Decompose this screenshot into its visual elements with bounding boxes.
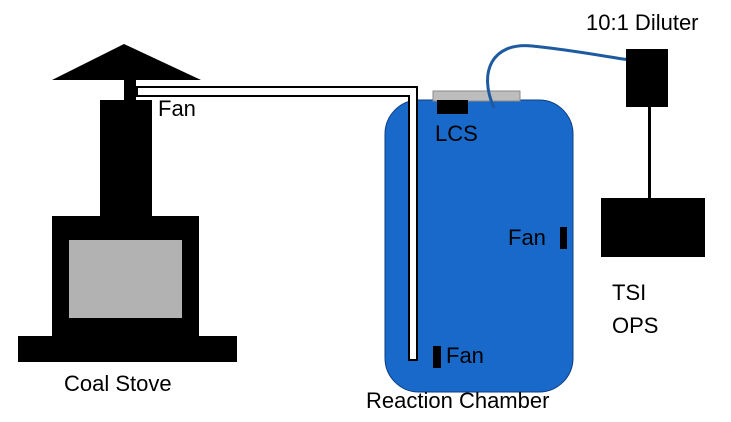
diluter-box [626,49,668,107]
tsi-ops-box [601,198,705,257]
diluter-label: 10:1 Diluter [586,10,699,35]
chamber-bottom-fan-label: Fan [446,343,484,368]
lcs-label: LCS [435,121,478,146]
stove-chimney-cap [52,44,201,80]
tsi-label: TSI [612,280,646,305]
chamber-side-fan [560,227,567,249]
ops-label: OPS [612,313,658,338]
stove-base [18,336,237,362]
chamber-side-fan-label: Fan [508,225,546,250]
stove-chimney [100,100,152,216]
pipe-end-fan [433,346,441,368]
reaction-chamber-label: Reaction Chamber [366,388,549,413]
lcs-sensor [437,100,468,114]
stove-chimney-outlet [124,80,136,100]
stove-window [69,240,182,318]
transfer-pipe [136,86,418,361]
chamber-lid [432,90,521,102]
coal-stove [18,44,237,362]
diluter-sample-tube [486,44,631,109]
coal-stove-label: Coal Stove [64,371,172,396]
stove-fan-label: Fan [158,96,196,121]
diluter-to-ops-line [648,107,651,199]
